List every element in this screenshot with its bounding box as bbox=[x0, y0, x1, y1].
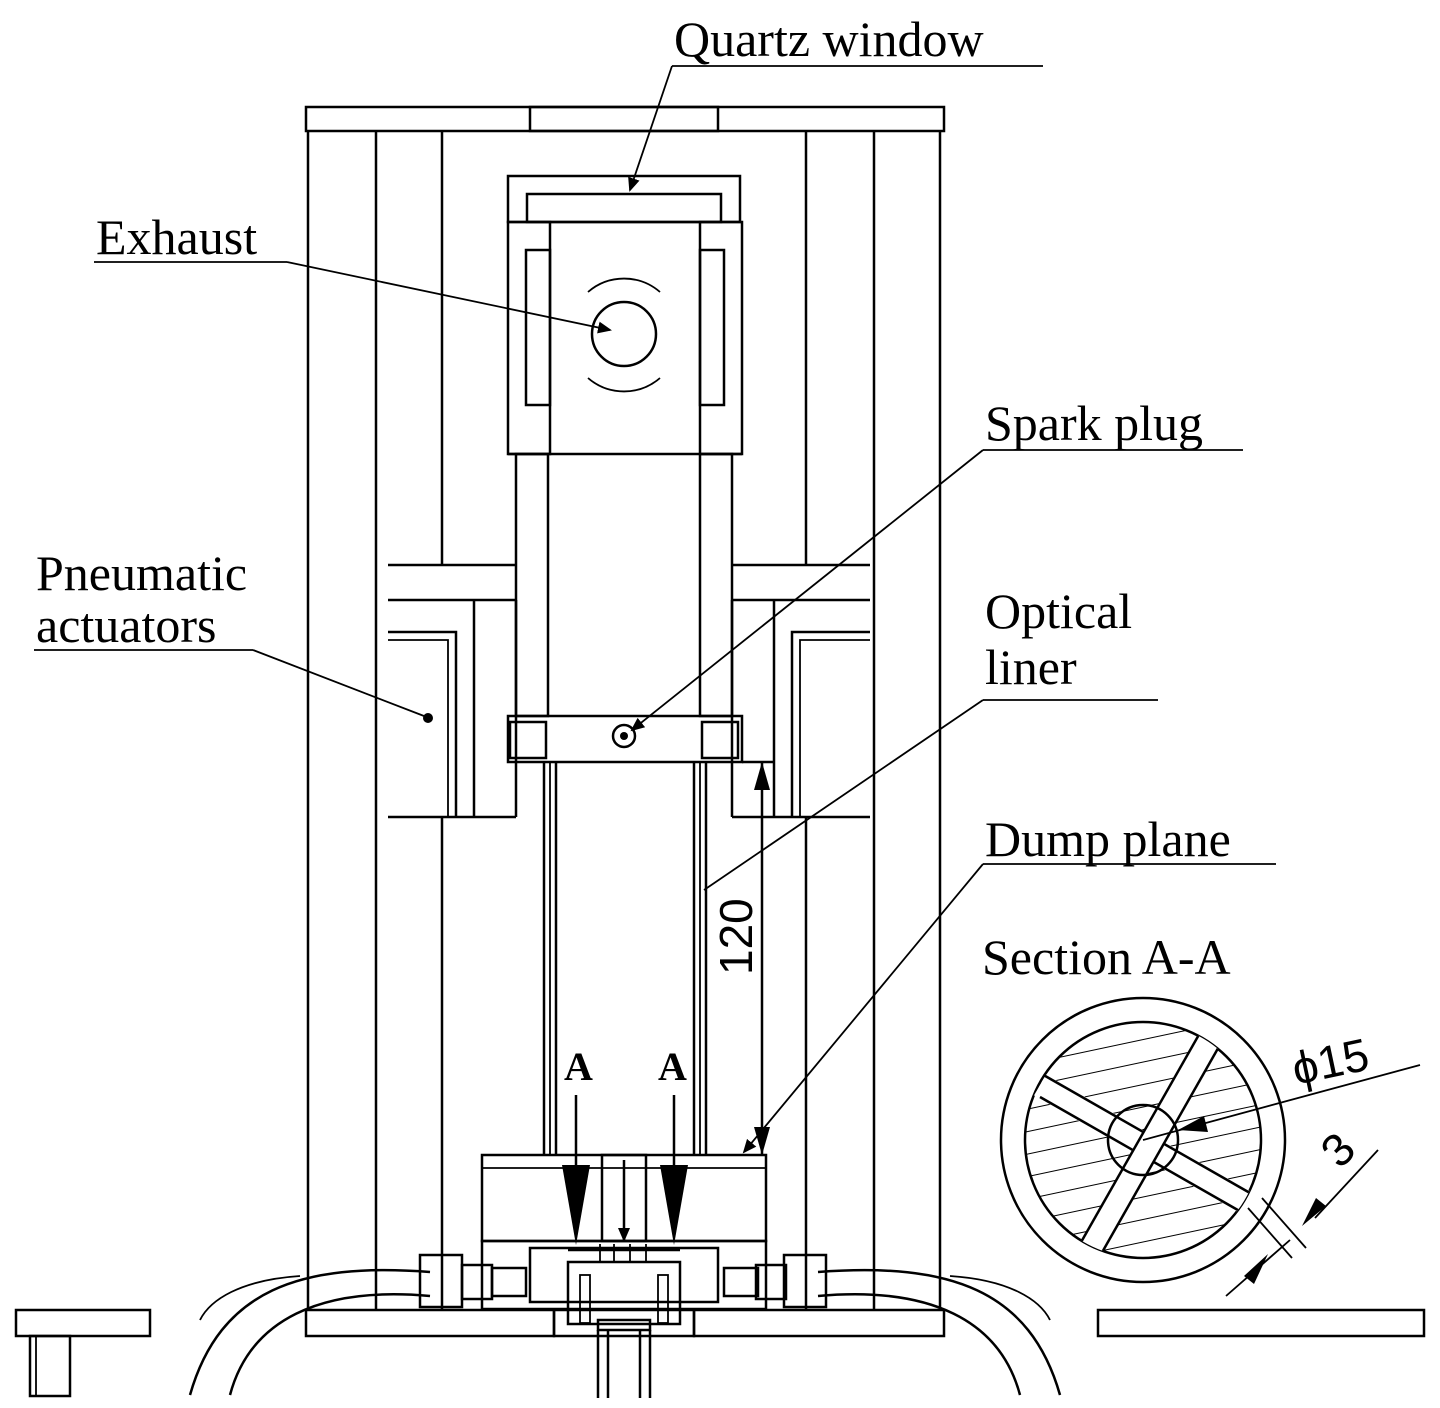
optical-liner bbox=[542, 762, 708, 1155]
label-section-title: Section A-A bbox=[982, 929, 1231, 985]
label-optical-line1: Optical bbox=[985, 583, 1132, 639]
label-quartz-window: Quartz window bbox=[674, 11, 984, 67]
dim-gap: 3 bbox=[1310, 1122, 1365, 1177]
label-pneumatic-line2: actuators bbox=[36, 597, 216, 653]
leader-lines bbox=[34, 65, 1276, 1154]
label-spark-plug: Spark plug bbox=[985, 395, 1203, 451]
bottom-plates bbox=[14, 1308, 1426, 1398]
support-frame bbox=[306, 131, 942, 1310]
top-plate bbox=[304, 105, 946, 133]
quartz-window-housing bbox=[506, 174, 742, 224]
annotations: Quartz window Exhaust Spark plug Pneumat… bbox=[36, 11, 1231, 1089]
label-section-mark-left: A bbox=[564, 1044, 593, 1089]
pneumatic-actuators bbox=[388, 563, 870, 819]
label-pneumatic-line1: Pneumatic bbox=[36, 545, 247, 601]
exhaust-section bbox=[506, 220, 744, 456]
label-dump-plane: Dump plane bbox=[985, 811, 1231, 867]
exhaust-port bbox=[590, 300, 658, 368]
spark-plug bbox=[611, 723, 637, 749]
quartz-window bbox=[525, 192, 723, 224]
inlet-tubes bbox=[188, 1253, 1062, 1396]
central-bluff-body bbox=[1106, 1103, 1180, 1177]
section-arrows bbox=[562, 1095, 688, 1245]
label-optical-line2: liner bbox=[985, 639, 1077, 695]
dim-liner-length: 120 bbox=[710, 898, 762, 975]
label-exhaust: Exhaust bbox=[96, 209, 257, 265]
combustor-body bbox=[506, 452, 744, 764]
dim-diameter: ϕ15 bbox=[1287, 1028, 1373, 1095]
label-section-mark-right: A bbox=[658, 1044, 687, 1089]
